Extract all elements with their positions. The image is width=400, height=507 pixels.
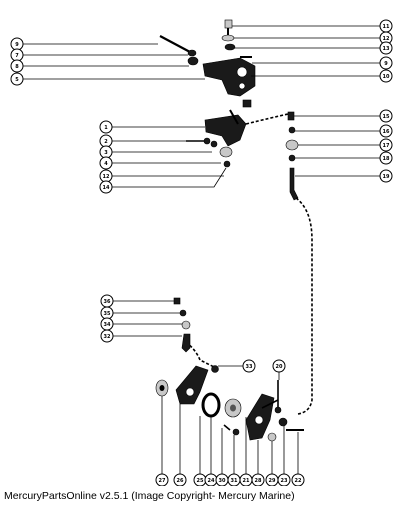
callout-left-top-3: 5 (10, 72, 205, 86)
svg-text:14: 14 (103, 185, 110, 191)
callout-left-top-2: 8 (10, 59, 189, 73)
callout-right-top-1: 12 (234, 31, 393, 45)
callout-left-mid-5: 14 (99, 167, 227, 194)
callout-right-top-4: 10 (251, 69, 393, 83)
svg-text:12: 12 (383, 36, 390, 42)
svg-text:2: 2 (104, 139, 108, 145)
callout-bottom-4: 30 (215, 428, 229, 486)
callout-left-low-1: 35 (100, 306, 180, 320)
callout-left-low-0: 36 (100, 294, 174, 308)
svg-text:13: 13 (383, 46, 390, 52)
callout-bottom-3: 24 (204, 416, 218, 486)
svg-text:17: 17 (383, 143, 390, 149)
callout-bottom-8: 29 (265, 441, 279, 486)
callout-mid-low-0: 33 (218, 359, 256, 373)
svg-text:31: 31 (231, 478, 238, 484)
svg-text:23: 23 (281, 478, 288, 484)
svg-text:11: 11 (383, 24, 390, 30)
svg-text:20: 20 (276, 364, 283, 370)
callout-right-mid-4: 19 (295, 169, 393, 183)
callout-left-low-3: 32 (100, 329, 182, 343)
callout-left-mid-3: 4 (99, 156, 221, 170)
exploded-parts-diagram: 9 7 8 5 11 12 (10, 19, 393, 486)
svg-text:1: 1 (104, 125, 108, 131)
callout-right-top-2: 13 (235, 41, 393, 55)
callout-right-top-3: 9 (252, 56, 393, 70)
svg-text:12: 12 (103, 174, 110, 180)
svg-text:30: 30 (219, 478, 226, 484)
svg-text:35: 35 (104, 311, 111, 317)
callout-bottom-9: 23 (277, 426, 291, 486)
svg-text:10: 10 (383, 74, 390, 80)
callout-bottom-1: 26 (173, 404, 187, 486)
callout-left-mid-0: 1 (99, 120, 205, 134)
svg-text:19: 19 (383, 174, 390, 180)
callout-bottom-2: 25 (193, 416, 207, 486)
svg-text:29: 29 (269, 478, 276, 484)
callout-right-mid-0: 15 (294, 109, 393, 123)
callout-left-top-0: 9 (10, 37, 158, 51)
svg-text:9: 9 (384, 61, 388, 67)
svg-text:27: 27 (159, 478, 166, 484)
svg-text:7: 7 (15, 53, 19, 59)
callout-left-mid-2: 3 (99, 145, 212, 159)
callout-right-mid-3: 18 (295, 151, 393, 165)
right-linkage-parts (285, 111, 299, 201)
svg-text:36: 36 (104, 299, 111, 305)
svg-text:4: 4 (104, 161, 108, 167)
callout-right-top-0: 11 (232, 19, 393, 33)
svg-text:16: 16 (383, 129, 390, 135)
svg-text:24: 24 (208, 478, 215, 484)
lower-lever-assembly (155, 297, 304, 442)
callout-right-mid-2: 17 (298, 138, 393, 152)
svg-text:15: 15 (383, 114, 390, 120)
svg-text:18: 18 (383, 156, 390, 162)
copyright-caption: MercuryPartsOnline v2.5.1 (Image Copyrig… (4, 490, 295, 502)
svg-text:28: 28 (255, 478, 262, 484)
callout-left-mid-1: 2 (99, 134, 186, 148)
callout-right-mid-1: 16 (295, 124, 393, 138)
callout-bottom-7: 28 (251, 440, 265, 486)
callout-bottom-0: 27 (155, 396, 169, 486)
svg-text:33: 33 (246, 364, 253, 370)
svg-text:22: 22 (295, 478, 302, 484)
callout-left-top-1: 7 (10, 48, 188, 62)
callout-left-low-2: 34 (100, 317, 182, 331)
svg-text:8: 8 (15, 64, 19, 70)
svg-text:26: 26 (177, 478, 184, 484)
upper-bracket-assembly (159, 19, 256, 108)
svg-text:25: 25 (197, 478, 204, 484)
callout-mid-low-1: 20 (272, 359, 286, 380)
svg-text:5: 5 (15, 77, 19, 83)
svg-text:21: 21 (243, 478, 250, 484)
svg-text:32: 32 (104, 334, 111, 340)
callout-labels: 9 7 8 5 11 12 (10, 19, 393, 486)
svg-text:34: 34 (104, 322, 111, 328)
callout-bottom-5: 31 (227, 435, 241, 486)
svg-text:9: 9 (15, 42, 19, 48)
callout-bottom-10: 22 (291, 432, 305, 486)
callout-left-mid-4: 12 (99, 169, 224, 183)
middle-bracket-assembly (186, 109, 247, 168)
svg-text:3: 3 (104, 150, 108, 156)
